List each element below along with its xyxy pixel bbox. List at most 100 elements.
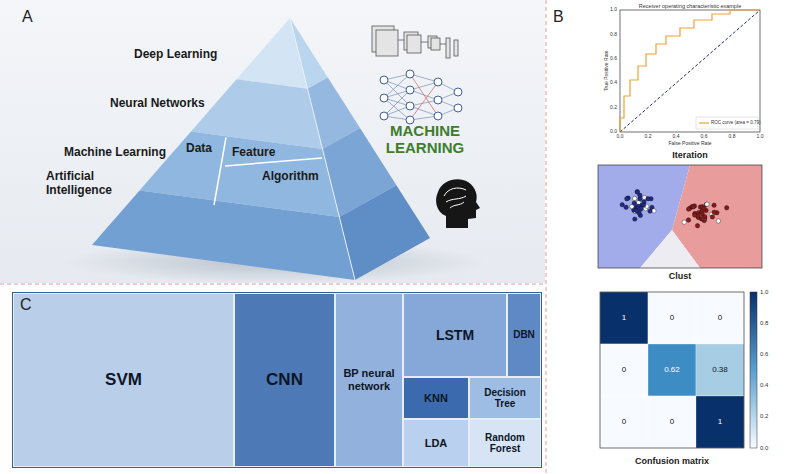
label-text: 1.0	[610, 7, 617, 13]
data-point	[625, 197, 629, 201]
pyramid-band	[339, 185, 430, 280]
label-text: 0	[622, 417, 626, 426]
cell-label: SVM	[105, 370, 142, 390]
cell-label: DBN	[513, 329, 535, 341]
label-text: Neural Networks	[110, 97, 205, 111]
data-point	[700, 217, 704, 221]
pyramid-band	[237, 18, 308, 89]
label-text: Algorithm	[262, 170, 319, 184]
label-text: Clust	[669, 271, 692, 281]
label-text: A	[22, 8, 33, 26]
label-text: 0.38	[712, 365, 728, 374]
treemap-cell: KNN	[403, 377, 469, 419]
data-point	[624, 205, 628, 209]
legend-sample	[699, 122, 709, 123]
label-text: 0.4	[610, 80, 617, 86]
data-point	[642, 203, 646, 207]
label-text: Feature	[232, 146, 275, 160]
label-text: 0	[670, 417, 674, 426]
data-point	[646, 197, 650, 201]
label-text: 0.62	[664, 365, 680, 374]
data-point	[702, 206, 706, 210]
brand-label: MACHINE LEARNING	[370, 122, 480, 157]
label-text: Deep Learning	[134, 48, 217, 62]
legend-text: ROC curve (area = 0.79)	[711, 120, 760, 125]
label-text: 0.0	[760, 445, 768, 452]
cell-label: Random Forest	[473, 432, 537, 455]
label-text: Receiver operating characteristic exampl…	[639, 3, 741, 9]
data-point	[725, 206, 729, 210]
label-text: B	[553, 8, 564, 26]
treemap-cell: Decision Tree	[469, 377, 541, 419]
label-text: 1.0	[760, 289, 768, 296]
data-point	[695, 224, 699, 228]
treemap-cell: BP neural network	[335, 293, 403, 467]
data-point	[638, 193, 642, 197]
data-point	[705, 202, 709, 206]
data-point	[682, 220, 686, 224]
data-point	[716, 219, 720, 223]
data-point	[686, 207, 690, 211]
label-text: 0.6	[701, 134, 708, 140]
panel-divider	[546, 0, 547, 474]
data-point	[633, 217, 637, 221]
label-text: Artificial Intelligence	[46, 170, 138, 198]
data-point	[635, 209, 639, 213]
head-icon	[436, 179, 480, 228]
label-text: 0	[622, 365, 626, 374]
label-text: 0.8	[729, 134, 736, 140]
label-text: Data	[186, 142, 212, 156]
label-text: 1.0	[757, 134, 764, 140]
label-text: 0.8	[610, 32, 617, 38]
treemap-cell: LSTM	[403, 293, 507, 377]
treemap-cell: SVM	[13, 293, 234, 467]
label-text: 0.4	[760, 382, 768, 389]
band-divider	[225, 158, 322, 166]
data-point	[712, 203, 716, 207]
data-point	[710, 215, 714, 219]
pyramid-band	[290, 18, 328, 89]
cell-label: LDA	[425, 437, 448, 450]
data-point	[635, 189, 639, 193]
treemap-cell: DBN	[507, 293, 541, 377]
label-text: Iteration	[672, 150, 708, 160]
confusion-matrix	[600, 292, 757, 448]
label-text: True Positive Rate	[603, 50, 609, 91]
cell-label: Decision Tree	[473, 387, 537, 410]
label-text: 0.6	[610, 56, 617, 62]
label-text: False Positive Rate	[669, 141, 712, 147]
treemap: SVM CNN BP neural networkLSTM DBN KNN Decisio…	[12, 292, 542, 468]
data-point	[686, 218, 690, 222]
label-text: 0.0	[610, 129, 617, 135]
data-point	[648, 209, 652, 213]
cluster-plot	[598, 165, 762, 268]
data-point	[691, 205, 695, 209]
pyramid-band	[92, 191, 355, 280]
data-point	[712, 210, 716, 214]
label-text: 0.2	[610, 105, 617, 111]
roc-chart	[620, 10, 760, 132]
label-text: 1	[718, 417, 722, 426]
pyramid-edge	[290, 18, 355, 280]
band-divider	[214, 138, 226, 206]
label-text: 0.0	[617, 134, 624, 140]
data-point	[633, 196, 637, 200]
label-text: 0.6	[760, 351, 768, 358]
label-text: 1	[622, 313, 626, 322]
cell-label: CNN	[266, 370, 303, 390]
label-text: 0.2	[645, 134, 652, 140]
label-text: Machine Learning	[64, 146, 166, 160]
neural-net-icon	[380, 70, 462, 124]
label-text: Confusion matrix	[635, 456, 709, 466]
label-text: 0	[718, 313, 722, 322]
data-point	[630, 204, 634, 208]
label-text: 0.2	[760, 413, 768, 420]
label-text: C	[20, 296, 32, 314]
panel-a-ground	[0, 0, 545, 283]
cnn-icon	[372, 26, 458, 58]
data-point	[699, 217, 703, 221]
cell-label: KNN	[424, 392, 448, 405]
label-text: 0	[670, 313, 674, 322]
panel-divider	[0, 284, 546, 285]
